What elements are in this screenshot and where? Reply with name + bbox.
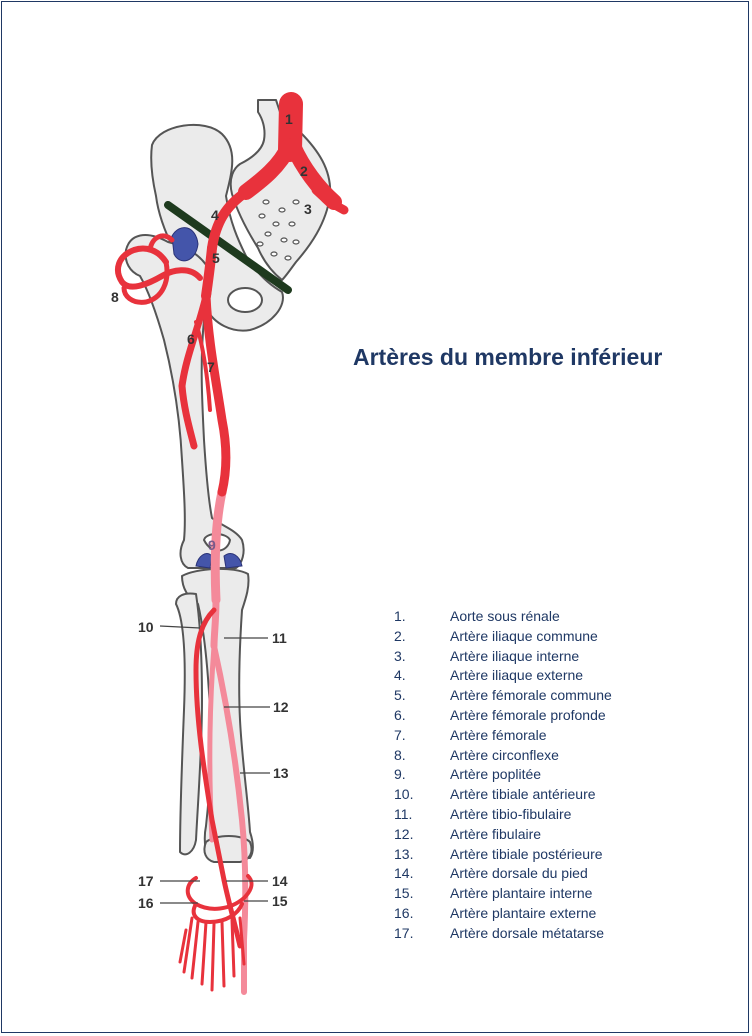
leader-10: [159, 625, 201, 629]
superficial-femoral-artery: [201, 291, 231, 497]
label-7: 7: [207, 359, 215, 375]
legend-number: 14.: [394, 865, 414, 882]
legend-number: 15.: [394, 885, 414, 902]
legend-label: Artère tibio-fibulaire: [450, 805, 572, 822]
knee-meniscus-right: [223, 553, 243, 569]
legend-label: Artère tibiale antérieure: [450, 786, 596, 803]
legend-label: Aorte sous rénale: [450, 608, 560, 624]
legend-item: 4. Artère iliaque externe: [394, 666, 612, 686]
legend-item: 9. Artère poplitée: [394, 765, 612, 785]
main-arteries: [115, 92, 349, 949]
legend-item: 5. Artère fémorale commune: [394, 686, 612, 706]
legend-number: 17.: [394, 924, 414, 941]
legend-list: 1. Aorte sous rénale 2. Artère iliaque com…: [394, 607, 612, 944]
label-16: 16: [138, 895, 154, 911]
legend-item: 8. Artère circonflexe: [394, 746, 612, 766]
legend-number: 2.: [394, 627, 406, 644]
inguinal-ligament: [164, 201, 292, 294]
legend-label: Artère circonflexe: [450, 746, 559, 763]
circumflex-loop: [121, 259, 170, 305]
toe-arteries: [178, 916, 246, 992]
dorsalis-pedis-artery: [221, 877, 243, 949]
legend-item: 15. Artère plantaire interne: [394, 884, 612, 904]
legend-number: 11.: [394, 805, 413, 822]
legend-number: 3.: [394, 647, 406, 664]
legend-item: 17. Artère dorsale métatarse: [394, 924, 612, 944]
legend-item: 3. Artère iliaque interne: [394, 647, 612, 667]
label-3: 3: [304, 201, 312, 217]
legend-item: 7. Artère fémorale: [394, 726, 612, 746]
common-iliac-right: [238, 138, 297, 200]
legend-label: Artère plantaire externe: [450, 904, 597, 921]
legend-label: Artère fémorale profonde: [450, 706, 606, 723]
deep-femoral-artery: [178, 292, 210, 450]
sacral-foramina: [256, 199, 300, 261]
cartilage: [171, 227, 243, 569]
legend-number: 7.: [394, 726, 406, 743]
label-10: 10: [138, 619, 154, 635]
obturator-foramen: [227, 287, 263, 313]
sacrum: [229, 99, 332, 281]
legend-item: 6. Artère fémorale profonde: [394, 706, 612, 726]
legend-label: Artère tibiale postérieure: [450, 845, 603, 862]
popliteal-artery: [210, 487, 227, 605]
legend-label: Artère dorsale du pied: [450, 865, 588, 882]
tibio-fibular-trunk: [210, 596, 220, 650]
numeric-labels: 1 2 3 4 5 6 7 8 9 10 11 12 13 14 15 16 1…: [111, 111, 312, 911]
legend-item: 13. Artère tibiale postérieure: [394, 845, 612, 865]
anterior-tibial-artery: [193, 607, 227, 883]
legend-label: Artère iliaque externe: [450, 667, 584, 684]
legend-label: Artère fibulaire: [450, 825, 542, 842]
legend-item: 14. Artère dorsale du pied: [394, 864, 612, 884]
plantar-external-arch: [191, 902, 244, 924]
label-6: 6: [187, 331, 195, 347]
label-14: 14: [272, 873, 288, 889]
legend-number: 9.: [394, 766, 406, 783]
legend-number: 16.: [394, 904, 414, 921]
legend-number: 6.: [394, 706, 406, 723]
label-15: 15: [272, 893, 288, 909]
legend-label: Artère plantaire interne: [450, 885, 593, 902]
legend-label: Artère poplitée: [450, 766, 542, 783]
legend-item: 2. Artère iliaque commune: [394, 627, 612, 647]
legend-number: 1.: [394, 608, 406, 624]
circumflex-ascending: [147, 233, 175, 253]
circumflex-artery: [115, 245, 203, 290]
label-11: 11: [272, 630, 287, 646]
legend-label: Artère dorsale métatarse: [450, 924, 605, 941]
label-4: 4: [211, 207, 219, 223]
hip-cartilage: [171, 227, 199, 262]
label-5: 5: [212, 250, 220, 266]
label-2: 2: [300, 163, 308, 179]
label-9: 9: [208, 537, 216, 553]
legend-item: 1. Aorte sous rénale: [394, 607, 612, 627]
external-iliac-artery: [207, 187, 251, 253]
internal-iliac-branch: [311, 185, 349, 215]
legend-number: 12.: [394, 825, 414, 842]
legend-number: 4.: [394, 667, 406, 684]
dorsal-metatarsal-arch: [185, 874, 254, 911]
label-13: 13: [273, 765, 289, 781]
leader-lines: [159, 625, 270, 904]
legend-number: 10.: [394, 786, 414, 803]
legend-label: Artère iliaque commune: [450, 627, 598, 644]
legend-item: 16. Artère plantaire externe: [394, 904, 612, 924]
label-12: 12: [273, 699, 289, 715]
legend-number: 8.: [394, 746, 406, 763]
legend-item: 11. Artère tibio-fibulaire: [394, 805, 612, 825]
legend-item: 10. Artère tibiale antérieure: [394, 785, 612, 805]
legend-label: Artère fémorale: [450, 726, 547, 743]
legend-number: 13.: [394, 845, 414, 862]
deep-femoral-branch: [194, 320, 212, 412]
label-1: 1: [285, 111, 293, 127]
label-8: 8: [111, 289, 119, 305]
legend-label: Artère iliaque interne: [450, 647, 580, 664]
legend-label: Artère fémorale commune: [450, 687, 612, 704]
page-title: Artères du membre inférieur: [353, 344, 663, 370]
legend-item: 12. Artère fibulaire: [394, 825, 612, 845]
legend-number: 5.: [394, 687, 406, 704]
label-17: 17: [138, 873, 154, 889]
